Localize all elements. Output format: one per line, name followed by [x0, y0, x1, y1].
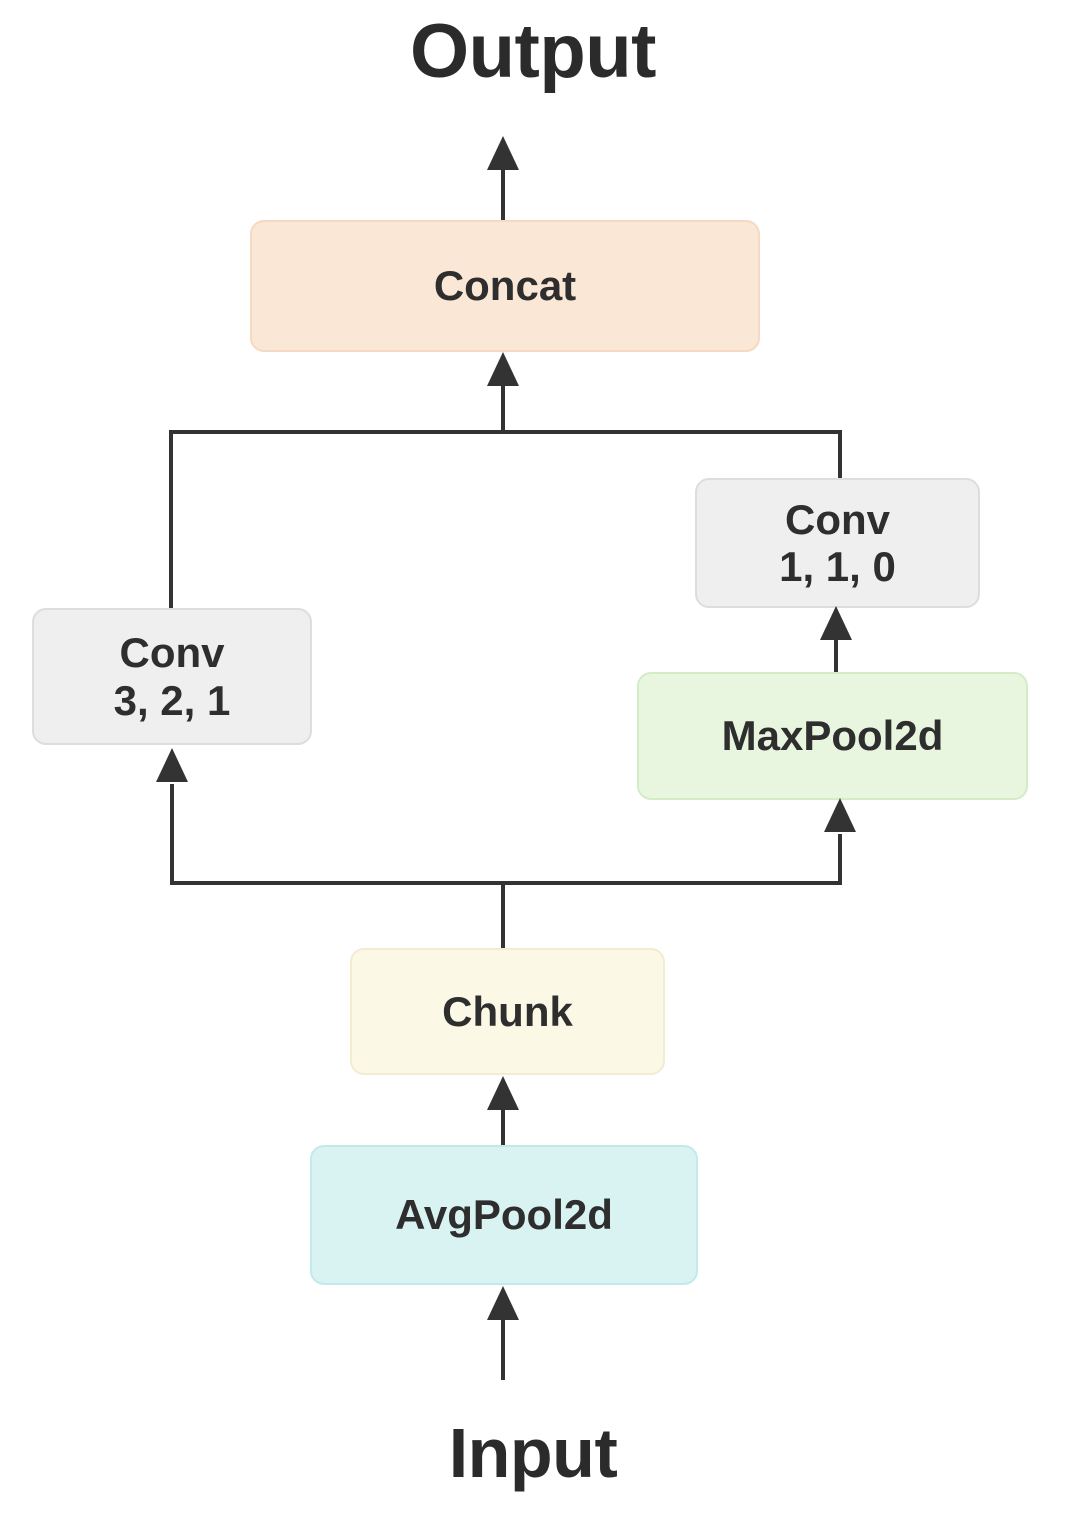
node-maxpool-label: MaxPool2d: [721, 712, 944, 760]
edge-input-to-avgpool: [501, 1318, 505, 1380]
arrowhead-up-icon-maxpool: [824, 798, 856, 832]
edge-split-bus-left-branch: [170, 784, 174, 885]
node-chunk[interactable]: Chunk: [350, 948, 665, 1075]
edge-split-bus-horizontal: [170, 881, 842, 885]
output-label: Output: [409, 9, 657, 94]
edge-merge-bus-to-concat: [501, 382, 505, 434]
arrowhead-up-icon-concat: [487, 352, 519, 386]
edge-avgpool-to-chunk: [501, 1110, 505, 1150]
input-label: Input: [448, 1414, 618, 1492]
arrowhead-up-icon-conv-right: [820, 606, 852, 640]
node-avgpool[interactable]: AvgPool2d: [310, 1145, 698, 1285]
edge-merge-bus-right-branch: [838, 430, 842, 480]
edge-concat-to-output: [501, 148, 505, 222]
node-concat-label: Concat: [433, 262, 577, 310]
edge-split-bus-right-branch: [838, 834, 842, 885]
arrowhead-up-icon-output: [487, 136, 519, 170]
arrowhead-up-icon-avgpool: [487, 1286, 519, 1320]
edge-maxpool-to-conv-right: [834, 640, 838, 674]
edge-chunk-to-split-bus: [501, 881, 505, 950]
node-maxpool[interactable]: MaxPool2d: [637, 672, 1028, 800]
node-concat[interactable]: Concat: [250, 220, 760, 352]
arrowhead-up-icon-conv-left: [156, 748, 188, 782]
node-avgpool-label: AvgPool2d: [395, 1191, 613, 1239]
edge-merge-bus-left-branch: [169, 430, 173, 610]
node-conv-left[interactable]: Conv 3, 2, 1: [32, 608, 312, 745]
node-conv-right-label: Conv 1, 1, 0: [779, 495, 896, 590]
arrowhead-up-icon-chunk: [487, 1076, 519, 1110]
edge-merge-bus-horizontal: [171, 430, 842, 434]
node-chunk-label: Chunk: [442, 987, 573, 1035]
node-conv-left-label: Conv 3, 2, 1: [113, 629, 231, 724]
node-conv-right[interactable]: Conv 1, 1, 0: [695, 478, 980, 608]
